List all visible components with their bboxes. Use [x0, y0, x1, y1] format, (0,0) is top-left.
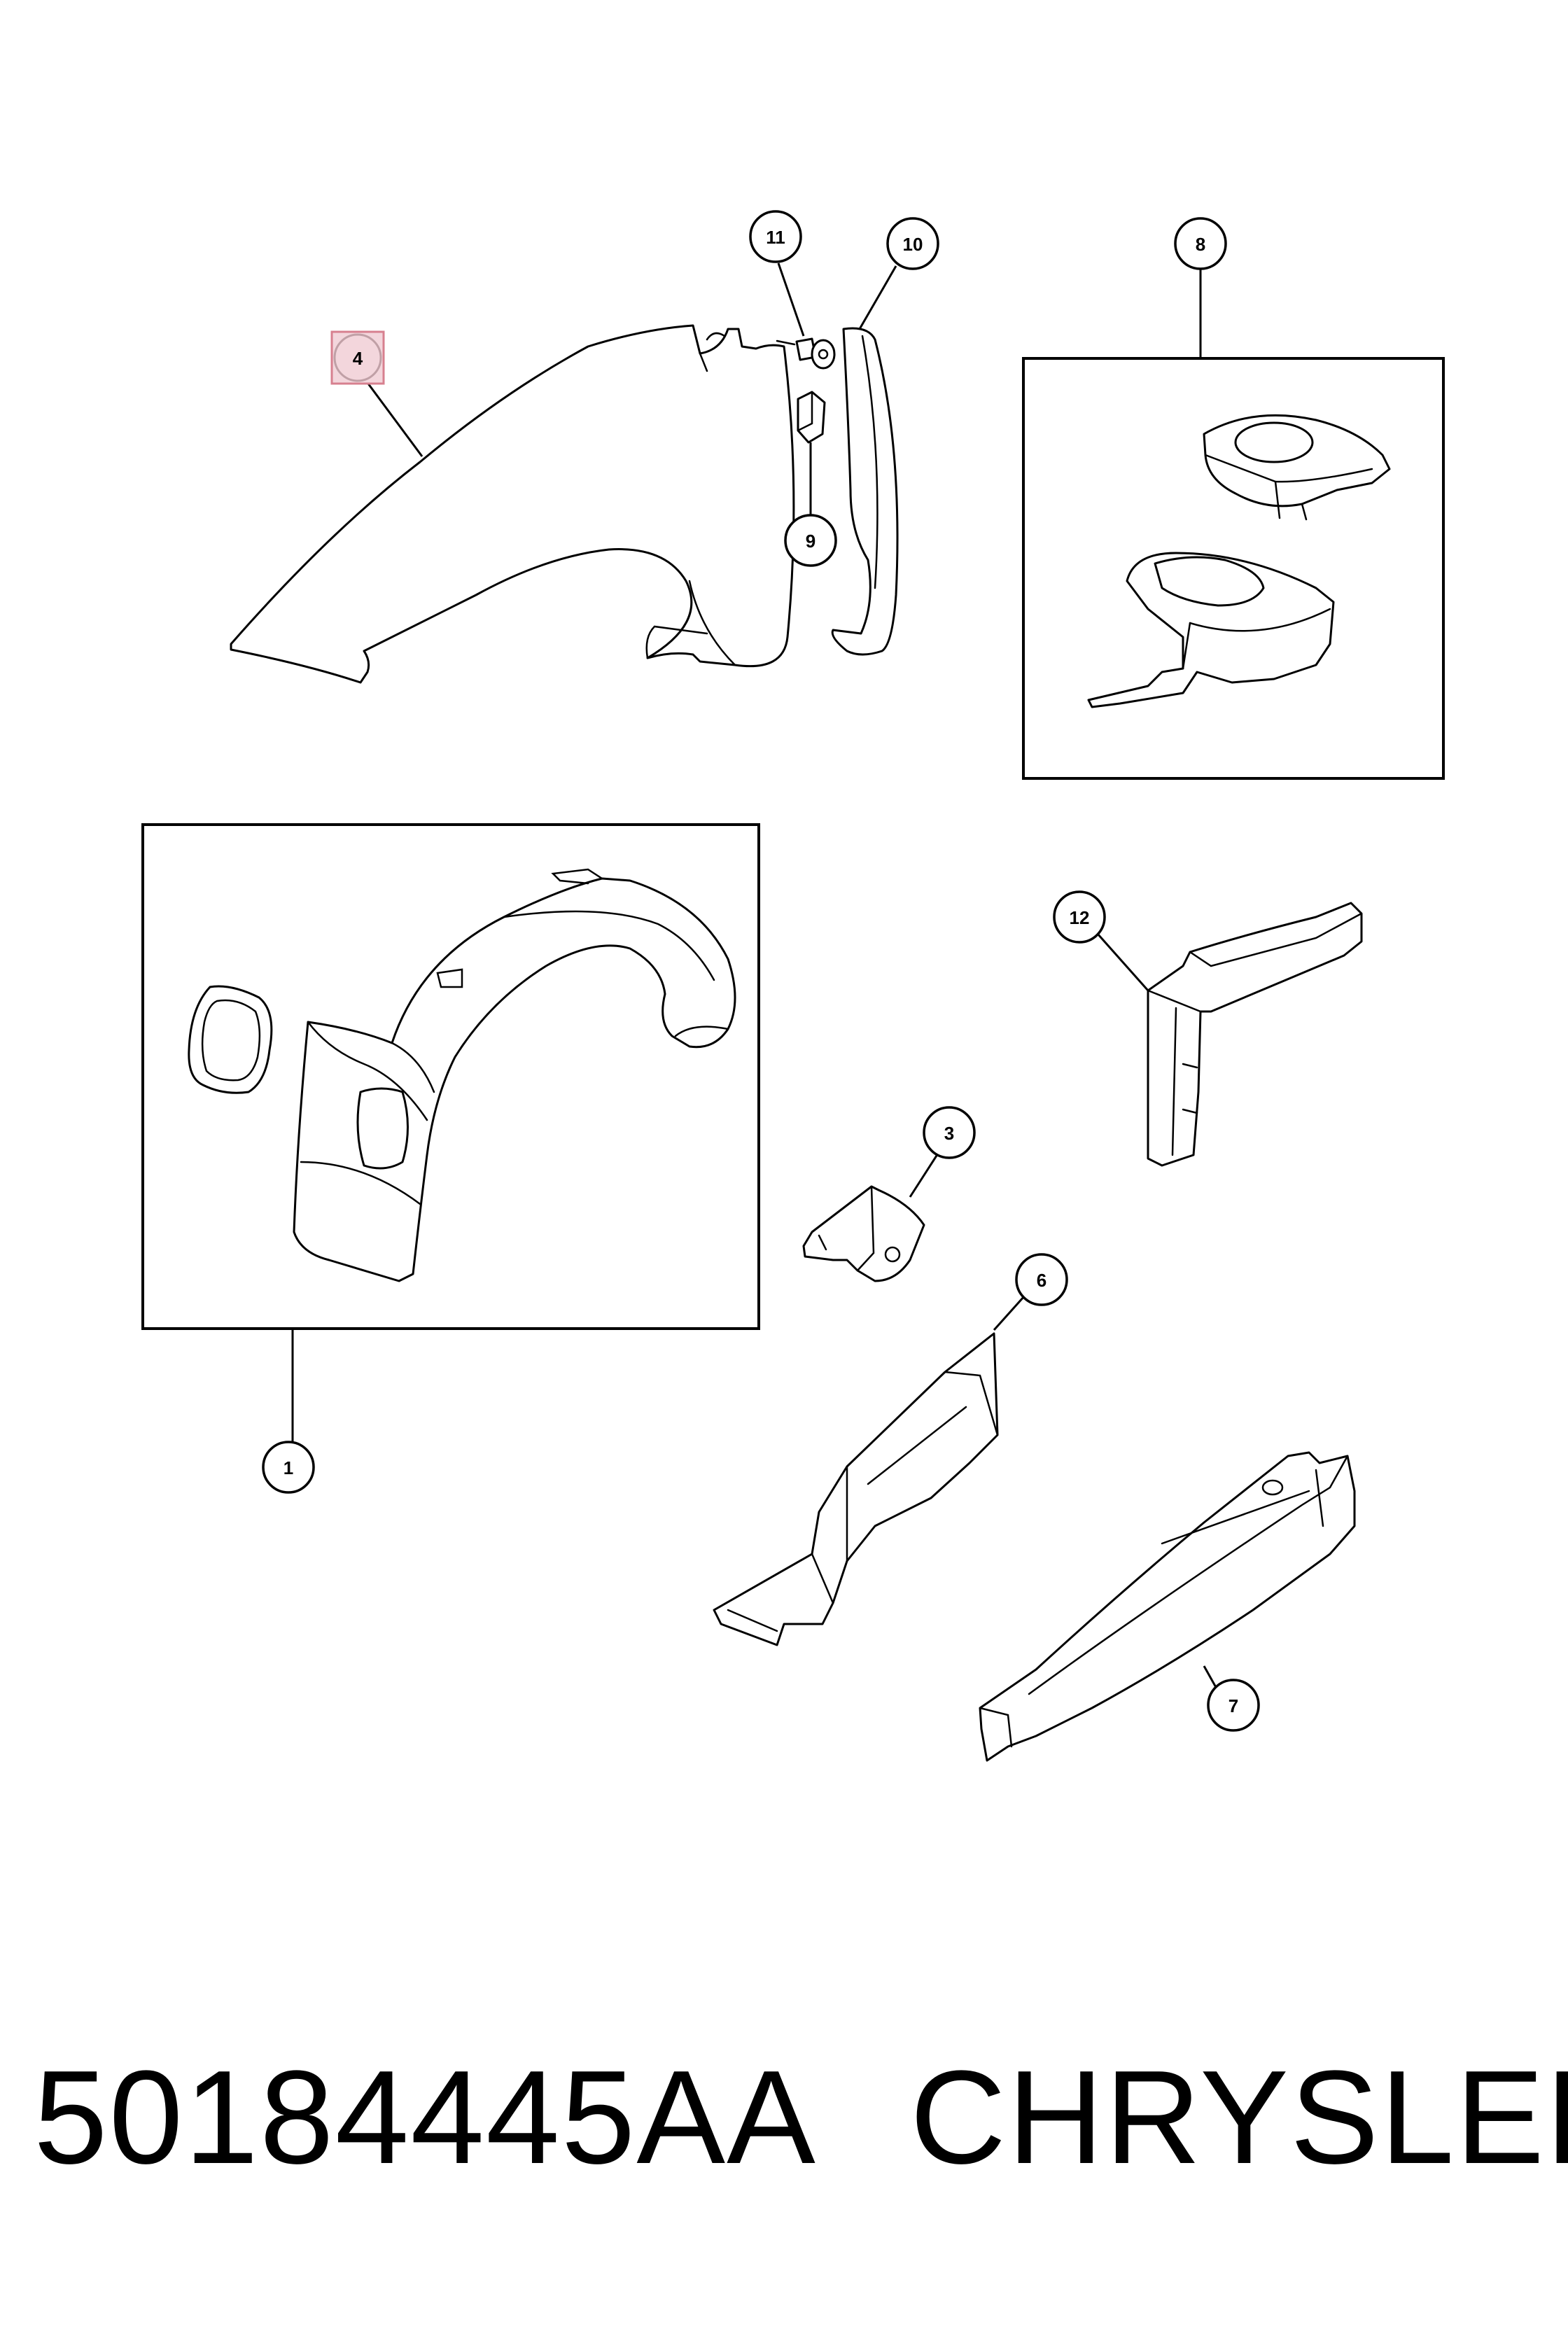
- bracket-part-3[interactable]: [802, 1185, 925, 1282]
- rail-part-6[interactable]: [713, 1332, 999, 1646]
- callout-9-label: 9: [806, 531, 816, 552]
- fender-part-4[interactable]: [230, 324, 795, 684]
- callout-8[interactable]: 8: [1174, 217, 1227, 270]
- callout-12-label: 12: [1070, 907, 1090, 928]
- callout-10-label: 10: [903, 234, 923, 255]
- leader-lines: [291, 262, 1225, 1702]
- tower-bracket-part-8[interactable]: [1022, 357, 1445, 780]
- callout-1[interactable]: 1: [262, 1441, 315, 1494]
- callout-3[interactable]: 3: [923, 1106, 976, 1159]
- callout-9[interactable]: 9: [784, 514, 837, 567]
- callout-10[interactable]: 10: [886, 217, 939, 270]
- pillar-bracket-part-12[interactable]: [1147, 902, 1363, 1167]
- callout-7-label: 7: [1228, 1695, 1238, 1716]
- callout-6[interactable]: 6: [1015, 1253, 1068, 1306]
- seal-part-10[interactable]: [831, 327, 899, 656]
- callout-12[interactable]: 12: [1053, 890, 1106, 944]
- callout-11-label: 11: [766, 227, 785, 248]
- brand-caption: CHRYSLER: [910, 2043, 1568, 2192]
- callout-4-highlighted[interactable]: 4: [330, 330, 385, 385]
- wheelhouse-part-1[interactable]: [141, 823, 760, 1330]
- callout-6-label: 6: [1037, 1270, 1046, 1291]
- callout-1-label: 1: [284, 1457, 293, 1478]
- callout-7[interactable]: 7: [1207, 1679, 1260, 1732]
- bolt-part-11[interactable]: [776, 337, 836, 370]
- part-number-caption: 50184445AA: [34, 2043, 817, 2192]
- frame-rail-part-7[interactable]: [979, 1451, 1356, 1762]
- callout-3-label: 3: [944, 1123, 954, 1144]
- highlight-box: [330, 330, 385, 385]
- callout-8-label: 8: [1196, 234, 1205, 255]
- clip-part-9[interactable]: [797, 391, 826, 444]
- callout-11[interactable]: 11: [749, 210, 802, 263]
- callout-4-label: 4: [353, 348, 363, 369]
